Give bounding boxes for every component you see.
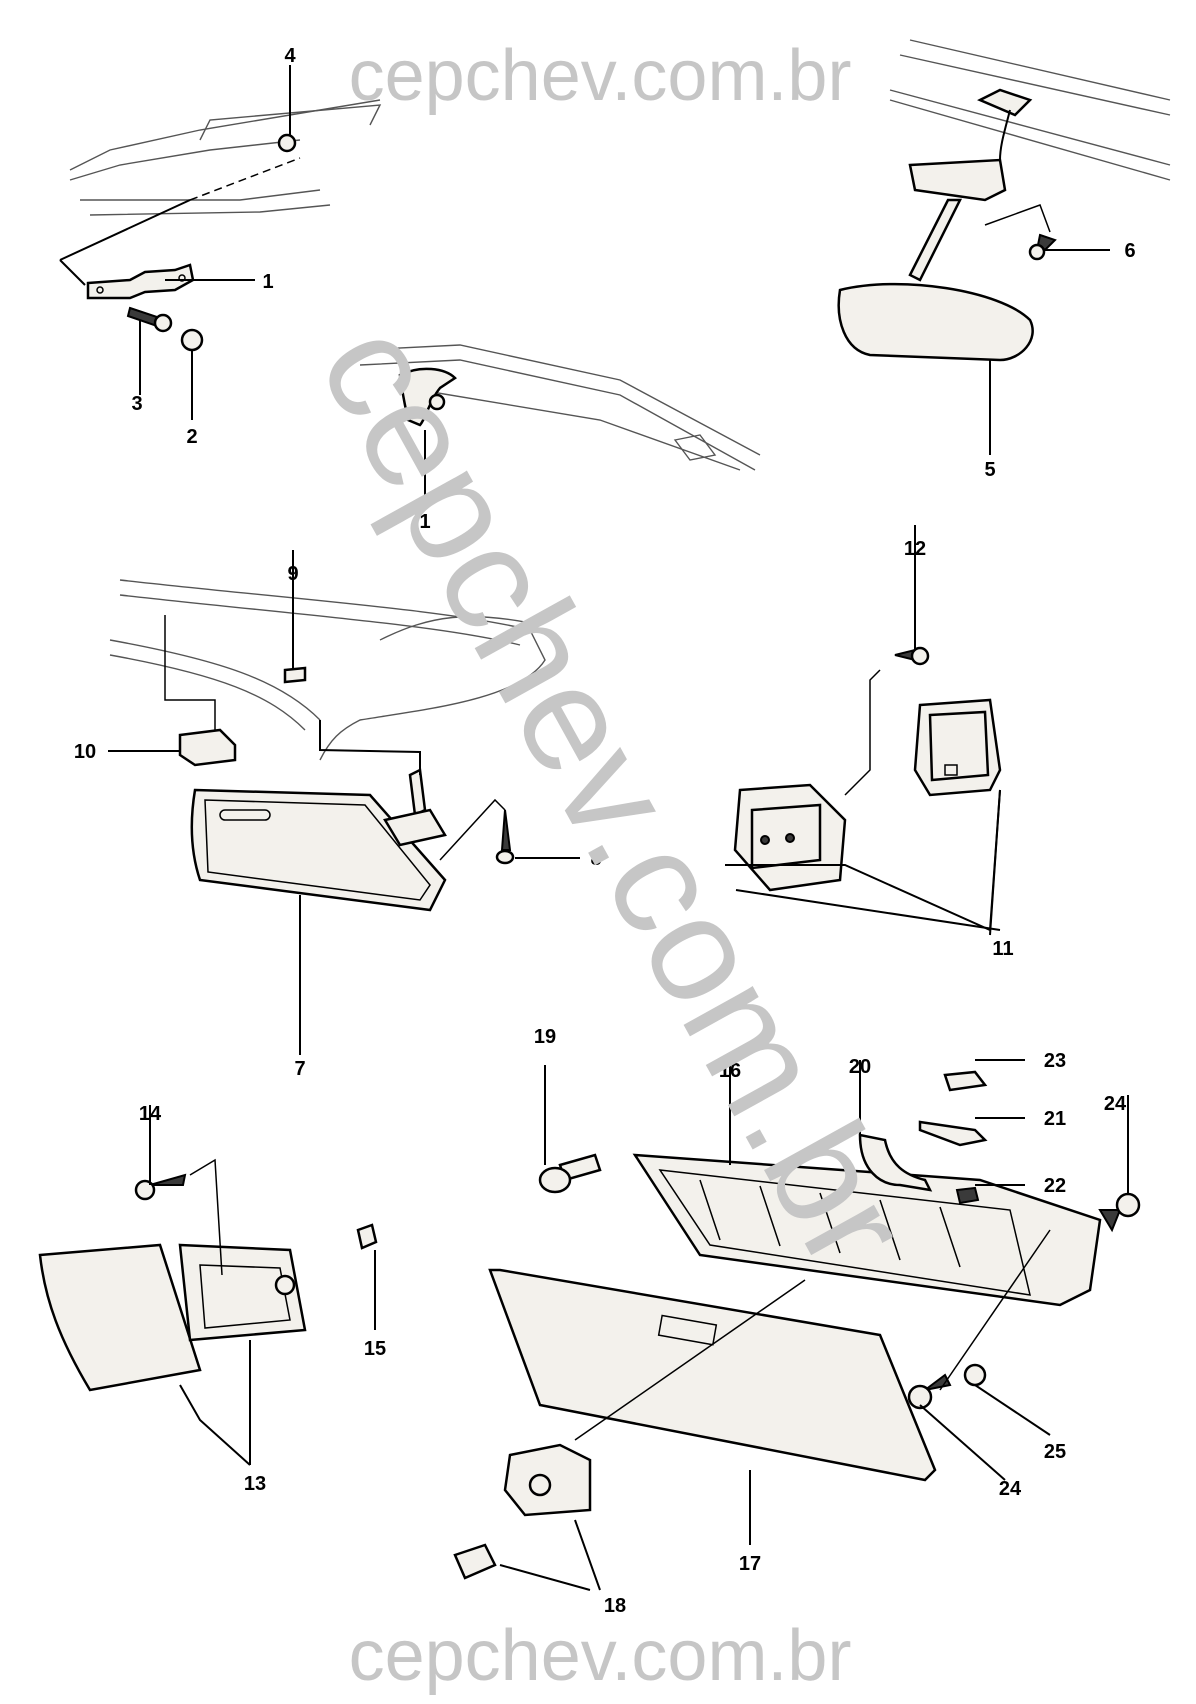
part-6-screw — [984, 204, 1057, 261]
callout-15: 15 — [364, 1338, 386, 1360]
callout-1-hook: 1 — [419, 511, 430, 533]
part-2-cap — [180, 328, 204, 352]
part-24-screws — [907, 1192, 1141, 1410]
watermark-top: cepchev.com.br — [349, 36, 852, 116]
callout-17: 17 — [739, 1553, 761, 1575]
leader-lines — [108, 65, 1129, 1545]
part-18-lock-and-key — [453, 1279, 806, 1591]
callout-18: 18 — [604, 1595, 626, 1617]
part-12-screw — [844, 646, 930, 796]
callout-25: 25 — [1044, 1441, 1066, 1463]
callout-4: 4 — [284, 45, 296, 67]
callout-14: 14 — [139, 1103, 162, 1125]
callout-22: 22 — [1044, 1175, 1066, 1197]
part-4-nut — [277, 133, 297, 153]
part-7-sun-visor — [190, 720, 447, 912]
callout-13: 13 — [244, 1473, 266, 1495]
part-20-hinge — [858, 1133, 933, 1192]
callout-12: 12 — [904, 538, 926, 560]
callout-2: 2 — [186, 426, 197, 448]
roof-panel-visor-area — [109, 579, 546, 761]
callout-6: 6 — [1124, 240, 1135, 262]
roof-panel-top-right — [889, 39, 1171, 181]
part-10-visor-clip — [164, 615, 237, 767]
part-8-screw — [439, 798, 515, 865]
callout-23: 23 — [1044, 1050, 1066, 1072]
callout-21: 21 — [1044, 1108, 1066, 1130]
watermark-bottom: cepchev.com.br — [349, 1616, 852, 1696]
callout-24-top: 24 — [1104, 1093, 1127, 1115]
part-5-rear-view-mirror — [837, 109, 1034, 362]
callout-9: 9 — [287, 563, 298, 585]
part-14-screw — [134, 1158, 223, 1276]
part-9-clip — [283, 666, 307, 684]
watermark-diagonal: cepchev.com.br — [288, 296, 943, 1294]
callout-24-bottom: 24 — [999, 1478, 1022, 1500]
roof-panel-middle — [359, 344, 761, 471]
part-13-ashtray — [38, 1243, 307, 1392]
callout-16: 16 — [719, 1060, 741, 1082]
part-19-bumper — [538, 1153, 602, 1194]
part-17-glovebox-door — [488, 1268, 937, 1482]
part-16-glovebox-frame — [632, 1153, 1102, 1307]
callout-11: 11 — [992, 938, 1013, 960]
callout-10: 10 — [74, 741, 96, 763]
callout-7: 7 — [294, 1058, 305, 1080]
part-11-dome-lamp — [733, 698, 1002, 892]
part-21-23-latch-parts — [918, 1070, 988, 1205]
callout-19: 19 — [534, 1026, 556, 1048]
callout-20: 20 — [849, 1056, 871, 1078]
part-1-coat-hook — [398, 367, 457, 427]
callout-3: 3 — [131, 393, 142, 415]
callout-1-handle: 1 — [262, 271, 273, 293]
part-3-screw — [126, 306, 173, 333]
roof-panel-top-left — [69, 99, 382, 216]
callout-5: 5 — [984, 459, 995, 481]
part-15-nut — [356, 1223, 378, 1250]
callout-8: 8 — [590, 848, 601, 870]
callout-labels: 4 1 3 2 1 6 5 9 12 10 8 11 7 19 16 20 23… — [74, 45, 1136, 1617]
